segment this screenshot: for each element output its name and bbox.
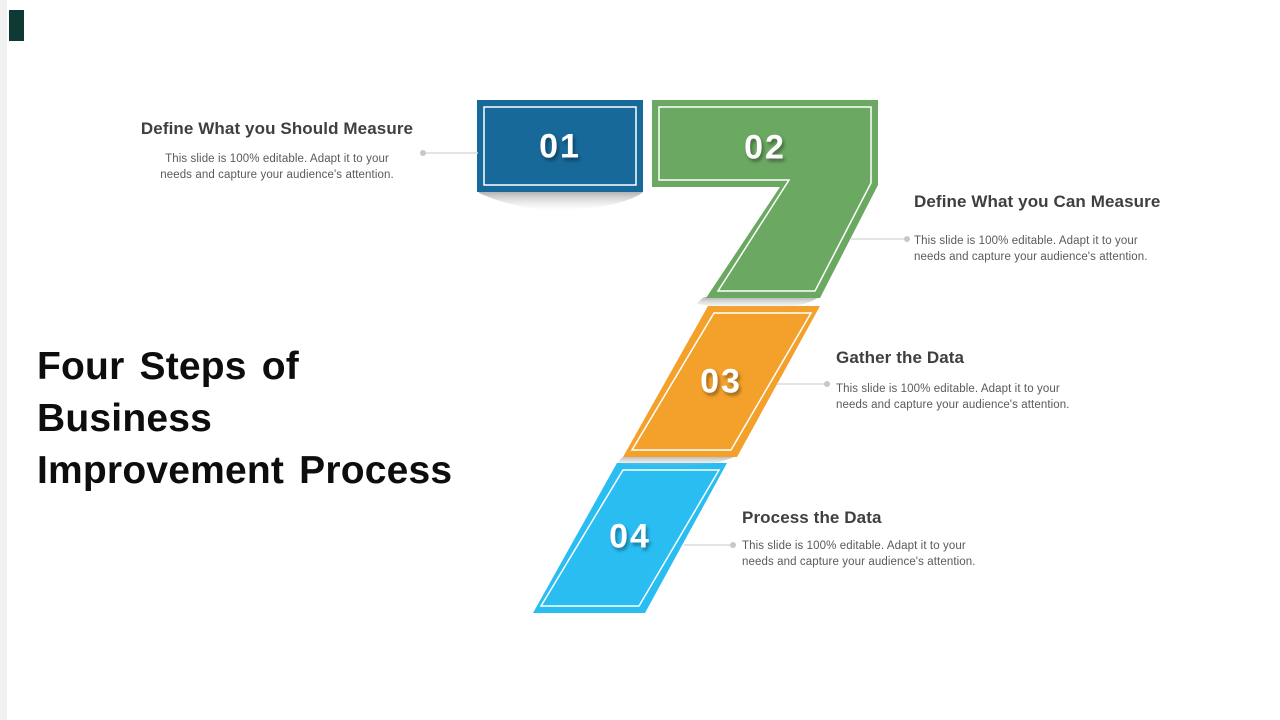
step-03-inner-border <box>630 312 813 451</box>
step-02-shape <box>652 100 878 298</box>
step-03-shape <box>623 306 820 457</box>
step-04-text-block: Process the Data This slide is 100% edit… <box>742 507 992 570</box>
step-01-heading: Define What you Should Measure <box>140 119 414 138</box>
step-04-description: This slide is 100% editable. Adapt it to… <box>742 540 976 568</box>
step-01-description: This slide is 100% editable. Adapt it to… <box>160 153 394 181</box>
step-03-description: This slide is 100% editable. Adapt it to… <box>836 383 1070 411</box>
left-edge-strip <box>0 0 7 720</box>
step-02-description: This slide is 100% editable. Adapt it to… <box>914 235 1148 263</box>
step-03-text-block: Gather the Data This slide is 100% edita… <box>836 347 1086 413</box>
connector-dot-4 <box>730 542 736 548</box>
corner-accent-mark <box>9 10 24 41</box>
step-04-shape <box>533 463 727 613</box>
step-01-inner-border <box>483 106 637 186</box>
connector-dot-2 <box>904 236 910 242</box>
step-02-shadow-swoosh <box>697 297 819 310</box>
step-02-heading: Define What you Can Measure <box>914 192 1161 211</box>
step-03-heading: Gather the Data <box>836 348 965 367</box>
step-01-text-block: Define What you Should Measure This slid… <box>140 118 414 183</box>
step-04-number: 04 <box>609 517 651 556</box>
step-03-number: 03 <box>700 362 742 401</box>
step-02-inner-border <box>658 106 872 292</box>
step-03-shadow-swoosh <box>618 456 736 468</box>
step-01-shadow-swoosh <box>479 192 643 211</box>
step-04-heading: Process the Data <box>742 508 882 527</box>
connector-dot-1 <box>420 150 426 156</box>
step-04-inner-border <box>539 469 721 607</box>
step-01-number: 01 <box>539 127 581 166</box>
step-02-number: 02 <box>744 128 786 167</box>
step-01-shape <box>477 100 643 192</box>
connector-dot-3 <box>824 381 830 387</box>
slide-title: Four Steps of Business Improvement Proce… <box>37 345 453 492</box>
step-02-text-block: Define What you Can Measure This slide i… <box>914 191 1164 265</box>
